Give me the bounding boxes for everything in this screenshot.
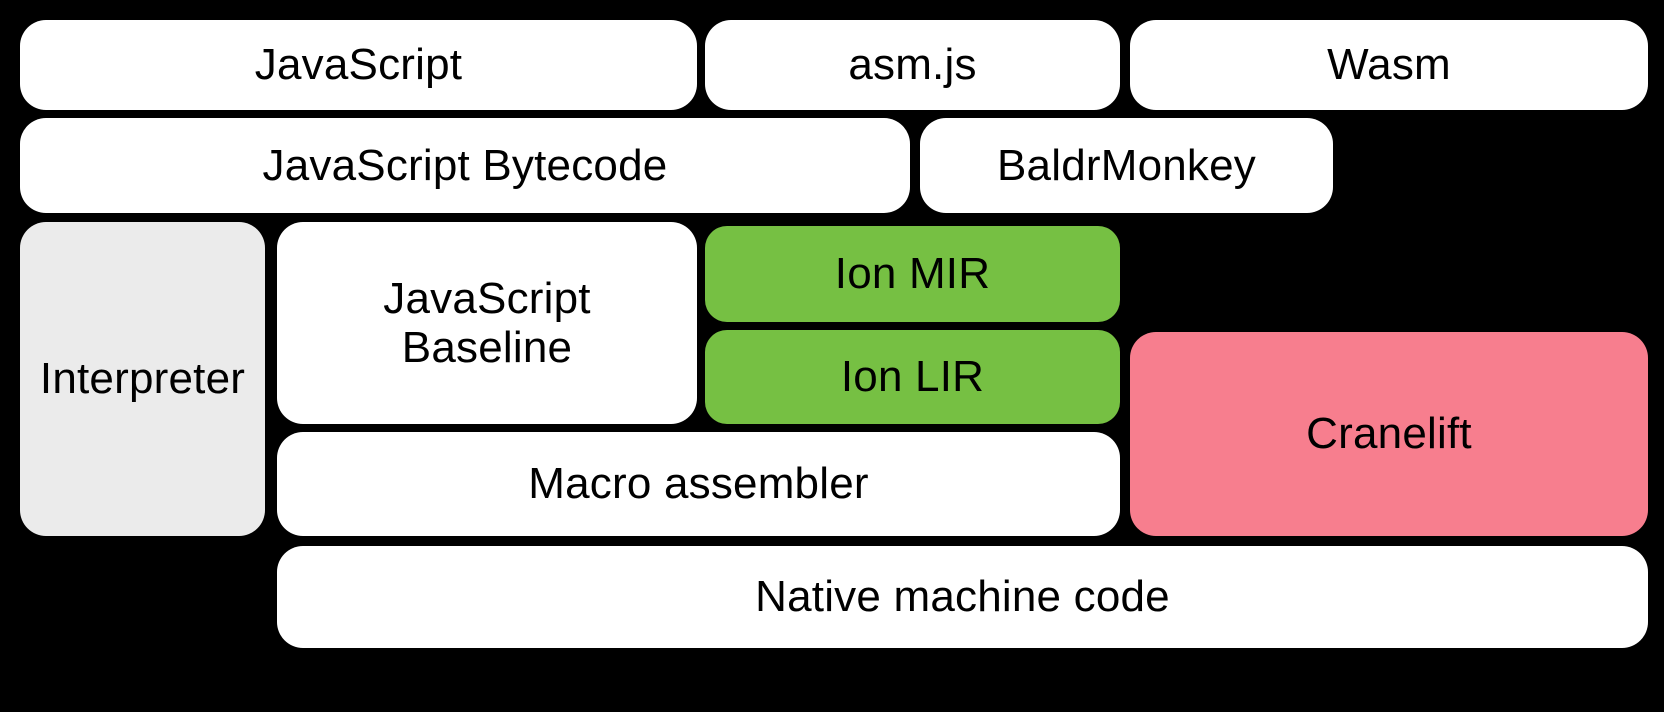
node-javascript-bytecode[interactable]: JavaScript Bytecode bbox=[20, 118, 910, 213]
node-asm-js[interactable]: asm.js bbox=[705, 20, 1120, 110]
node-javascript[interactable]: JavaScript bbox=[20, 20, 697, 110]
node-javascript-baseline[interactable]: JavaScript Baseline bbox=[277, 222, 697, 424]
node-baldrmonkey[interactable]: BaldrMonkey bbox=[920, 118, 1333, 213]
node-native-machine-code[interactable]: Native machine code bbox=[277, 546, 1648, 648]
node-cranelift[interactable]: Cranelift bbox=[1130, 332, 1648, 536]
node-interpreter[interactable]: Interpreter bbox=[20, 222, 265, 536]
node-macro-assembler[interactable]: Macro assembler bbox=[277, 432, 1120, 536]
node-ion-lir[interactable]: Ion LIR bbox=[705, 330, 1120, 424]
node-wasm[interactable]: Wasm bbox=[1130, 20, 1648, 110]
node-ion-mir[interactable]: Ion MIR bbox=[705, 226, 1120, 322]
